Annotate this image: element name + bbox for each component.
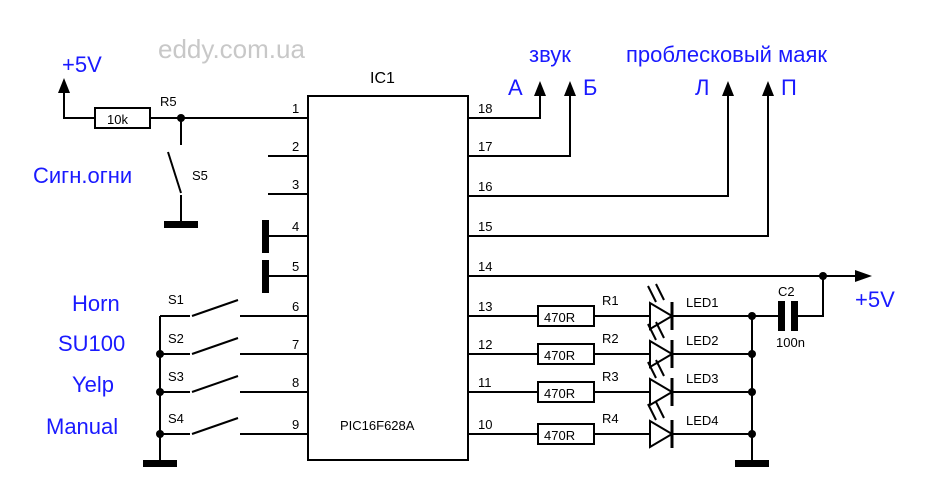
led2-label: LED2 [686, 333, 719, 348]
pin-number: 6 [292, 299, 299, 314]
junction-dot [156, 430, 164, 438]
pin-number: 13 [478, 299, 492, 314]
led-row-4 [468, 419, 752, 449]
led4-label: LED4 [686, 413, 719, 428]
s5-ref: S5 [192, 168, 208, 183]
arrow-up-icon [722, 81, 734, 96]
junction-dot [748, 388, 756, 396]
led-row-3 [468, 377, 752, 407]
arrow-up-icon [564, 81, 576, 96]
r5-value: 10k [107, 112, 128, 127]
s2-label: SU100 [58, 331, 125, 356]
r2-ref: R2 [602, 331, 619, 346]
output-wires [468, 96, 855, 277]
pin-number: 2 [292, 139, 299, 154]
switch-s1 [160, 299, 239, 317]
junction-dot [156, 350, 164, 358]
pin-number: 8 [292, 375, 299, 390]
s4-label: Manual [46, 414, 118, 439]
s5-label: Сигн.огни [33, 163, 132, 188]
c2-ref: C2 [778, 284, 795, 299]
s2-ref: S2 [168, 331, 184, 346]
s1-ref: S1 [168, 292, 184, 307]
pin-number: 10 [478, 417, 492, 432]
s3-ref: S3 [168, 369, 184, 384]
pin-number: 11 [478, 375, 492, 390]
capacitor-c2 [778, 276, 824, 331]
junction-dot [748, 312, 756, 320]
arrow-right-icon [855, 270, 872, 282]
pin-number: 18 [478, 101, 492, 116]
beacon-l-label: Л [695, 75, 709, 100]
ic-name: IC1 [370, 70, 395, 87]
led3-label: LED3 [686, 371, 719, 386]
s1-label: Horn [72, 291, 120, 316]
switch-s3 [160, 375, 239, 393]
pin-number: 3 [292, 177, 299, 192]
led1-label: LED1 [686, 295, 719, 310]
r1-ref: R1 [602, 293, 619, 308]
output-arrows [534, 81, 872, 282]
ground-bar [164, 221, 198, 228]
led-row-1 [468, 301, 778, 331]
ic-left-pins [185, 117, 308, 435]
s3-label: Yelp [72, 372, 114, 397]
r2-value: 470R [544, 348, 575, 363]
pin-number: 16 [478, 179, 492, 194]
switch-s4 [160, 417, 239, 435]
s4-ref: S4 [168, 411, 184, 426]
c2-value: 100n [776, 335, 805, 350]
sound-title: звук [529, 42, 571, 67]
r1-value: 470R [544, 310, 575, 325]
sound-b-label: Б [583, 75, 597, 100]
ground-bar [735, 460, 769, 467]
r4-value: 470R [544, 428, 575, 443]
vcc-label-left: +5V [62, 52, 102, 77]
pin-number: 12 [478, 337, 492, 352]
r4-ref: R4 [602, 411, 619, 426]
arrow-up-icon [534, 81, 546, 96]
vcc-label-right: +5V [855, 287, 895, 312]
pin-number: 15 [478, 219, 492, 234]
sound-a-label: А [508, 75, 523, 100]
ic-right-pin-numbers: 18 17 16 15 14 13 12 11 10 [478, 101, 492, 432]
pin5-bar [262, 260, 269, 293]
beacon-p-label: П [781, 75, 797, 100]
junction-dot [748, 350, 756, 358]
ic-part: PIC16F628A [340, 418, 415, 433]
junction-dot [156, 388, 164, 396]
pin-number: 5 [292, 259, 299, 274]
junction-dot [748, 430, 756, 438]
pin-number: 7 [292, 337, 299, 352]
ic-left-pin-numbers: 1 2 3 4 5 6 7 8 9 [292, 101, 299, 432]
r3-value: 470R [544, 386, 575, 401]
beacon-title: проблесковый маяк [626, 42, 827, 67]
pin-number: 1 [292, 101, 299, 116]
pin-number: 9 [292, 417, 299, 432]
watermark: eddy.com.ua [158, 34, 305, 64]
arrow-up-icon [762, 81, 774, 96]
ic-body [307, 95, 469, 461]
pin-number: 17 [478, 139, 492, 154]
switch-s2 [160, 337, 239, 355]
ground-bar [143, 460, 177, 467]
pin-number: 14 [478, 259, 492, 274]
switch-s5 [164, 118, 198, 228]
r3-ref: R3 [602, 369, 619, 384]
led-emission-arrows [647, 283, 665, 421]
pin-number: 4 [292, 219, 299, 234]
pin4-bar [262, 220, 269, 253]
led-row-2 [468, 339, 752, 369]
r5-ref: R5 [160, 94, 177, 109]
vcc-arrow-left [58, 78, 95, 119]
